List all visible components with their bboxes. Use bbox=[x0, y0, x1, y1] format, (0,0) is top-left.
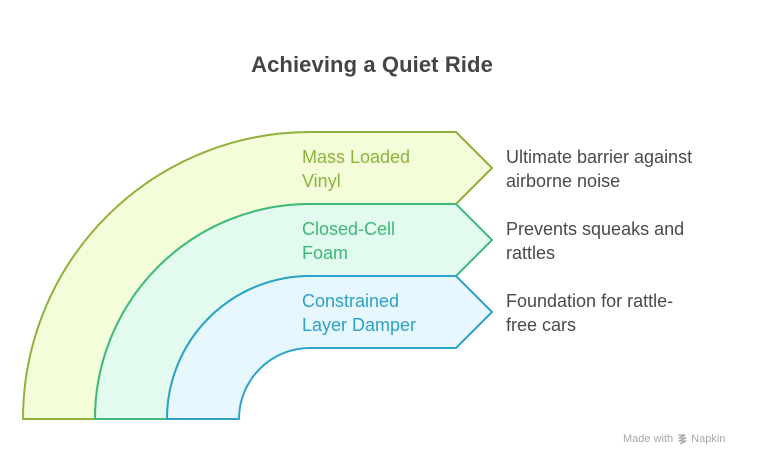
description-line: rattles bbox=[506, 243, 556, 263]
layer-label-line: Mass Loaded bbox=[302, 147, 411, 167]
layer-label-constrained-layer-damper: Constrained Layer Damper bbox=[302, 289, 452, 337]
layer-description-constrained-layer-damper: Foundation for rattle- free cars bbox=[506, 289, 736, 337]
layer-description-mass-loaded-vinyl: Ultimate barrier against airborne noise bbox=[506, 145, 736, 193]
made-with-text: Made with bbox=[623, 433, 674, 445]
layer-label-mass-loaded-vinyl: Mass Loaded Vinyl bbox=[302, 145, 452, 193]
napkin-logo-icon bbox=[678, 434, 687, 445]
napkin-brand-text: Napkin bbox=[691, 433, 726, 445]
description-line: airborne noise bbox=[506, 171, 621, 191]
layer-label-line: Vinyl bbox=[302, 171, 341, 191]
diagram-title: Achieving a Quiet Ride bbox=[251, 52, 493, 77]
layer-label-line: Closed-Cell bbox=[302, 219, 396, 239]
layer-label-line: Foam bbox=[302, 243, 349, 263]
made-with-napkin-watermark: Made with Napkin bbox=[623, 433, 725, 445]
layer-label-closed-cell-foam: Closed-Cell Foam bbox=[302, 217, 452, 265]
description-line: free cars bbox=[506, 315, 577, 335]
layer-description-closed-cell-foam: Prevents squeaks and rattles bbox=[506, 217, 736, 265]
description-line: Ultimate barrier against bbox=[506, 147, 693, 167]
band-constrained-layer-damper bbox=[166, 275, 493, 420]
layer-label-line: Constrained bbox=[302, 291, 400, 311]
description-line: Prevents squeaks and bbox=[506, 219, 685, 239]
description-line: Foundation for rattle- bbox=[506, 291, 674, 311]
layer-label-line: Layer Damper bbox=[302, 315, 417, 335]
